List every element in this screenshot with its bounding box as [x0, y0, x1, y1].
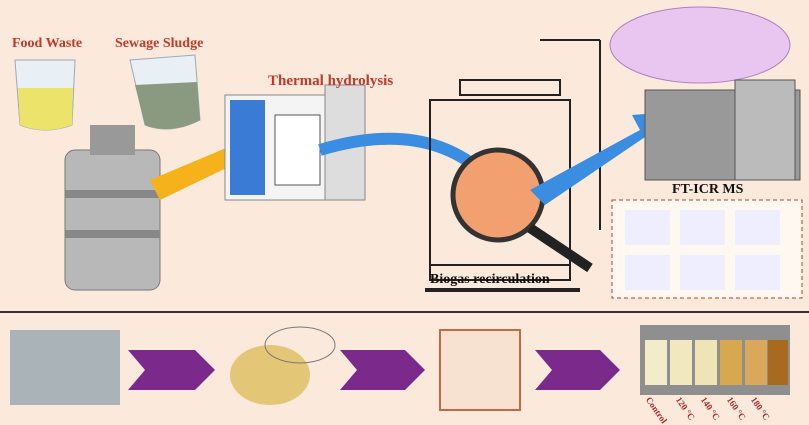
purple-arrow-1: [128, 350, 215, 390]
sewage-sludge-label: Sewage Sludge: [115, 36, 204, 51]
molecule-cloud: [609, 6, 791, 84]
vk-plots: [625, 210, 780, 290]
purple-arrow-2: [340, 350, 425, 390]
blue-arrow: [530, 112, 670, 205]
magnifier-lens: [450, 147, 546, 243]
ft-icr-ms-instrument: [644, 79, 801, 181]
anaerobic-digester: [425, 39, 601, 292]
protein-structure: [230, 326, 336, 405]
magnifier-handle: [527, 223, 593, 273]
thermal-hydrolysis-oven: [224, 84, 366, 201]
food-waste-label: Food Waste: [12, 36, 83, 51]
digester-small: [439, 329, 521, 411]
vials: [645, 340, 788, 385]
biogas-label: Biogas recirculation: [430, 272, 550, 287]
blue-arrow-curve: [318, 132, 484, 175]
food-waste-beaker: [14, 59, 76, 131]
sewage-sludge-beaker: [129, 54, 201, 130]
purple-arrow-3: [535, 350, 620, 390]
sludge-micrograph: [10, 330, 120, 405]
ftms-label: FT-ICR MS: [672, 182, 744, 197]
hydrothermal-reactor: [64, 125, 161, 291]
thermal-hydrolysis-label: Thermal hydrolysis: [268, 73, 394, 89]
